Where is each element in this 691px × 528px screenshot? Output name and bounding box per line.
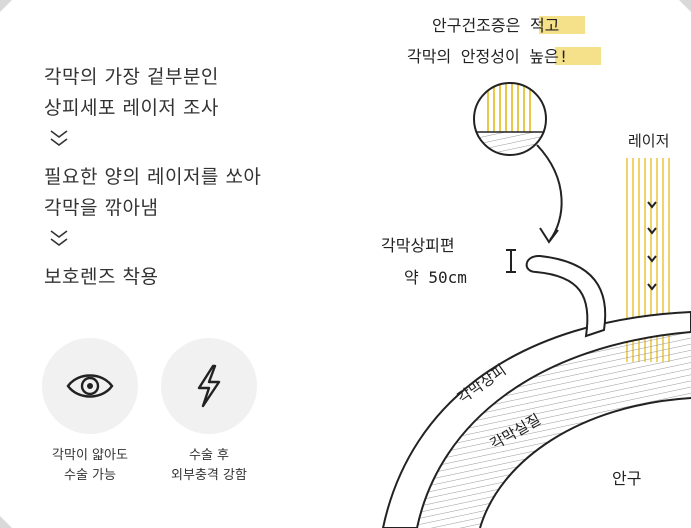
feature-icon-circle bbox=[161, 338, 257, 434]
lightning-icon bbox=[197, 364, 221, 408]
eyeball bbox=[480, 398, 691, 528]
corner-decoration bbox=[679, 0, 691, 12]
feature-impact-resistant: 수술 후 외부충격 강함 bbox=[139, 338, 279, 486]
highlight-mark bbox=[555, 47, 601, 65]
curved-arrow bbox=[536, 144, 563, 241]
epithelium-layer bbox=[381, 310, 691, 528]
thickness-marker bbox=[506, 249, 516, 273]
feature-icon-circle bbox=[42, 338, 138, 434]
eyeball-label: 안구 bbox=[612, 469, 641, 488]
feature-caption: 수술 후 외부충격 강함 bbox=[171, 448, 247, 483]
note-line-2: 각막의 안정성이 높은! bbox=[407, 47, 568, 66]
step-2-text: 필요한 양의 레이저를 쏘아 각막을 깎아냄 bbox=[44, 166, 262, 219]
corner-decoration bbox=[0, 516, 12, 528]
laser-direction-arrows bbox=[647, 201, 657, 291]
arrow-head bbox=[539, 227, 559, 244]
corner-decoration bbox=[0, 0, 12, 12]
laser-label: 레이저 bbox=[628, 132, 669, 150]
epithelium-thickness-label: 약 50cm bbox=[404, 268, 467, 287]
epithelium-flap-label: 각막상피편 bbox=[381, 236, 455, 255]
step-3-text: 보호렌즈 착용 bbox=[44, 266, 159, 288]
epithelium-flap bbox=[525, 254, 607, 338]
cornea-illustration: 안구건조증은 적고 각막의 안정성이 높은! 각막상피편 약 50cm 레이저 bbox=[381, 16, 691, 528]
eye-icon bbox=[66, 374, 114, 398]
procedure-steps: 각막의 가장 겉부분인 상피세포 레이저 조사 필요한 양의 레이저를 쏘아 각… bbox=[44, 62, 344, 293]
zoom-detail bbox=[473, 82, 547, 156]
note-line-1: 안구건조증은 적고 bbox=[432, 16, 559, 35]
step-1-text: 각막의 가장 겉부분인 상피세포 레이저 조사 bbox=[44, 66, 219, 119]
feature-caption: 각막이 얇아도 수술 가능 bbox=[52, 448, 128, 483]
feature-thin-cornea: 각막이 얇아도 수술 가능 bbox=[20, 338, 160, 486]
chevron-down-icon bbox=[50, 130, 68, 146]
chevron-down-icon bbox=[50, 230, 68, 246]
highlight-mark bbox=[539, 16, 585, 34]
cornea-outline bbox=[479, 397, 691, 528]
